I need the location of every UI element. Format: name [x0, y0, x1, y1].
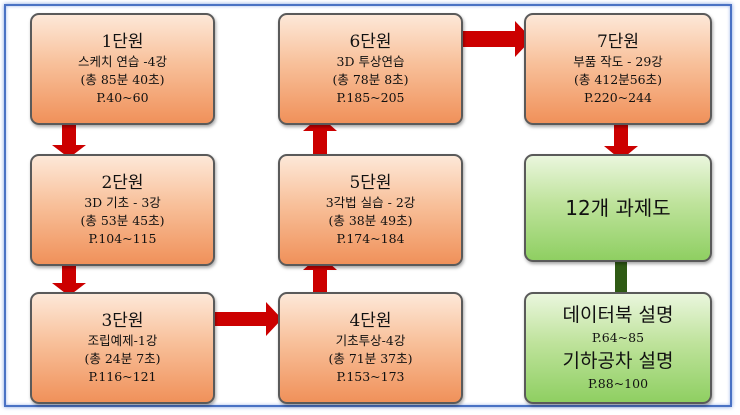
unit-1-duration: (총 85분 40초) [80, 71, 165, 87]
unit-1-lessons: 스케치 연습 -4강 [77, 53, 168, 69]
tasks-box: 12개 과제도 [524, 154, 712, 262]
databook-label: 데이터북 설명 [562, 304, 674, 326]
unit-5-lessons: 3각법 실습 - 2강 [325, 194, 416, 210]
unit-3-duration: (총 24분 7초) [84, 350, 161, 366]
unit-1-box: 1단원 스케치 연습 -4강 (총 85분 40초) P.40~60 [30, 13, 215, 125]
unit-2-lessons: 3D 기초 - 3강 [84, 194, 161, 210]
unit-7-duration: (총 412분56초) [574, 71, 662, 87]
unit-4-box: 4단원 기초투상-4강 (총 71분 37초) P.153~173 [278, 292, 463, 404]
unit-3-title: 3단원 [101, 310, 144, 331]
unit-7-box: 7단원 부품 작도 - 29강 (총 412분56초) P.220~244 [524, 13, 712, 125]
unit-2-title: 2단원 [101, 172, 144, 193]
explain-box: 데이터북 설명 P.64~85 기하공차 설명 P.88~100 [524, 292, 712, 404]
unit-3-pages: P.116~121 [88, 368, 157, 384]
unit-5-title: 5단원 [349, 172, 392, 193]
unit-6-lessons: 3D 투상연습 [336, 53, 405, 69]
unit-5-pages: P.174~184 [336, 230, 405, 246]
databook-pages: P.64~85 [591, 330, 645, 345]
unit-3-lessons: 조립예제-1강 [87, 332, 158, 348]
unit-6-pages: P.185~205 [336, 89, 405, 105]
tolerance-pages: P.88~100 [587, 376, 649, 391]
unit-2-pages: P.104~115 [88, 230, 157, 246]
tasks-label: 12개 과제도 [565, 196, 671, 220]
unit-4-pages: P.153~173 [336, 368, 405, 384]
unit-3-box: 3단원 조립예제-1강 (총 24분 7초) P.116~121 [30, 292, 215, 404]
unit-6-box: 6단원 3D 투상연습 (총 78분 8초) P.185~205 [278, 13, 463, 125]
unit-4-duration: (총 71분 37초) [328, 350, 413, 366]
unit-4-title: 4단원 [349, 310, 392, 331]
unit-1-title: 1단원 [101, 31, 144, 52]
unit-5-duration: (총 38분 49초) [328, 212, 413, 228]
unit-5-box: 5단원 3각법 실습 - 2강 (총 38분 49초) P.174~184 [278, 154, 463, 266]
unit-1-pages: P.40~60 [96, 89, 149, 105]
unit-4-lessons: 기초투상-4강 [335, 332, 406, 348]
unit-7-lessons: 부품 작도 - 29강 [573, 53, 663, 69]
tolerance-label: 기하공차 설명 [562, 350, 674, 372]
unit-6-title: 6단원 [349, 31, 392, 52]
unit-7-pages: P.220~244 [583, 89, 653, 105]
unit-2-box: 2단원 3D 기초 - 3강 (총 53분 45초) P.104~115 [30, 154, 215, 266]
unit-7-title: 7단원 [596, 31, 640, 52]
unit-6-duration: (총 78분 8초) [332, 71, 409, 87]
unit-2-duration: (총 53분 45초) [80, 212, 165, 228]
